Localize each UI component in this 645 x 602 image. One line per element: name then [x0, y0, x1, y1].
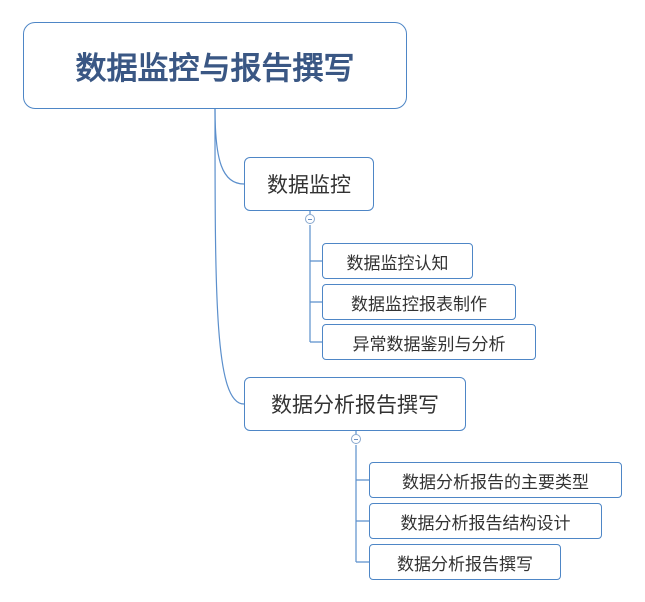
branch-topic-report-writing[interactable]: 数据分析报告撰写 — [244, 377, 466, 431]
root-topic[interactable]: 数据监控与报告撰写 — [23, 22, 407, 109]
branch-topic-data-monitoring[interactable]: 数据监控 — [244, 157, 374, 211]
subtopic-report-writing[interactable]: 数据分析报告撰写 — [369, 544, 561, 580]
subtopic-monitoring-report-making[interactable]: 数据监控报表制作 — [322, 284, 516, 320]
subtopic-anomaly-identification[interactable]: 异常数据鉴别与分析 — [322, 324, 536, 360]
subtopic-report-types[interactable]: 数据分析报告的主要类型 — [369, 462, 622, 498]
collapse-toggle-icon[interactable] — [305, 214, 315, 224]
connector-root-branch-2 — [214, 108, 245, 405]
connector-root-branch-1 — [214, 108, 245, 185]
collapse-toggle-icon[interactable] — [351, 434, 361, 444]
connector-branch-2-children — [355, 431, 369, 563]
subtopic-data-monitoring-cognition[interactable]: 数据监控认知 — [322, 243, 473, 279]
subtopic-report-structure[interactable]: 数据分析报告结构设计 — [369, 503, 602, 539]
connector-branch-1-children — [309, 211, 322, 343]
